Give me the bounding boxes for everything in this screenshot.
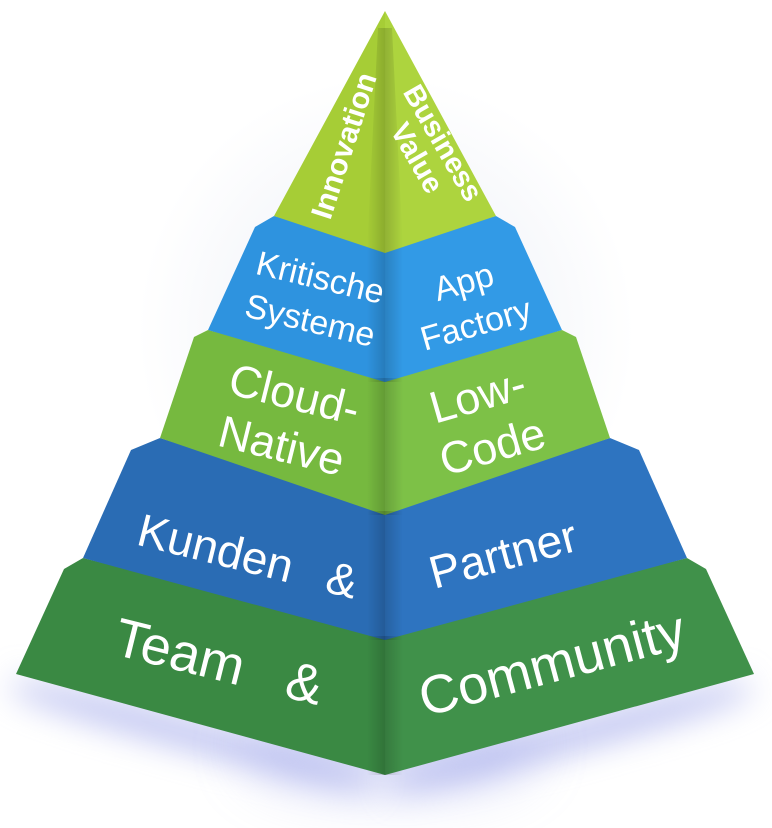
- face-layer2-right: [385, 216, 562, 382]
- face-layer2-left: [208, 216, 385, 382]
- ridge-shade-3: [367, 378, 403, 515]
- face-layer3-left: [160, 330, 385, 515]
- face-layer3-right: [385, 330, 610, 515]
- face-layer1-right: [385, 11, 496, 253]
- ridge-shade-1: [367, 28, 403, 250]
- ridge-shade-4: [367, 511, 403, 640]
- face-layer1-left: [274, 11, 385, 253]
- ridge-shade-2: [367, 250, 403, 382]
- ridge-shade-5: [367, 636, 403, 775]
